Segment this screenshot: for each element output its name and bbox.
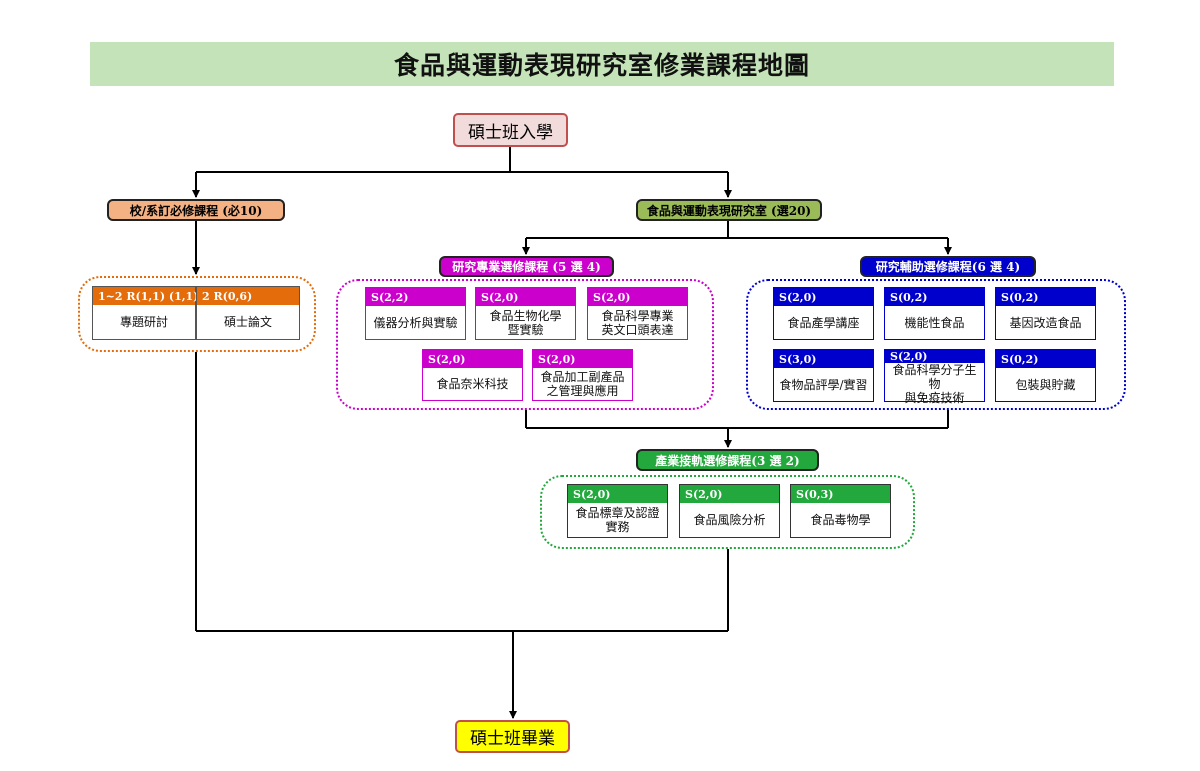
course-card: S(2,0) 食品科學分子生物 與免疫技術: [884, 349, 985, 405]
course-code: S(2,0): [680, 485, 779, 503]
auxiliary-electives-group: [746, 279, 1126, 410]
course-code: S(0,3): [791, 485, 890, 503]
course-code: S(2,0): [774, 288, 873, 306]
course-card: S(2,0) 食品科學專業 英文口頭表達: [587, 287, 688, 340]
course-code: S(2,0): [568, 485, 667, 503]
graduation-node: 碩士班畢業: [455, 720, 570, 753]
course-code: S(0,2): [996, 288, 1095, 306]
course-card: S(0,3) 食品毒物學: [790, 484, 891, 538]
course-name: 機能性食品: [904, 315, 965, 330]
course-name: 碩士論文: [223, 315, 272, 329]
industry-electives-label: 產業接軌選修課程(3 選 2): [636, 449, 819, 471]
course-name: 專題研討: [119, 315, 168, 329]
course-code: 1~2 R(1,1) (1,1): [93, 287, 198, 305]
start-node: 碩士班入學: [453, 113, 568, 147]
course-code: S(2,0): [885, 350, 984, 363]
course-name: 食品科學專業 英文口頭表達: [601, 308, 674, 337]
course-code: S(0,2): [885, 288, 984, 306]
course-code: S(3,0): [774, 350, 873, 368]
page-title: 食品與運動表現研究室修業課程地圖: [90, 42, 1114, 86]
auxiliary-electives-label: 研究輔助選修課程(6 選 4): [860, 256, 1036, 277]
course-card: S(2,0) 食品生物化學 暨實驗: [475, 287, 576, 340]
course-name: 包裝與貯藏: [1015, 377, 1076, 392]
course-code: S(2,2): [366, 288, 465, 306]
course-card: S(2,0) 食品產學講座: [773, 287, 874, 340]
course-card: S(2,0) 食品風險分析: [679, 484, 780, 538]
course-card: S(2,0) 食品奈米科技: [422, 349, 523, 401]
course-name: 食品科學分子生物 與免疫技術: [892, 363, 977, 405]
course-code: S(2,0): [588, 288, 687, 306]
course-card: S(0,2) 包裝與貯藏: [995, 349, 1096, 402]
research-electives-group: [336, 279, 714, 410]
course-name: 食品奈米科技: [436, 377, 509, 391]
course-code: S(2,0): [476, 288, 575, 306]
course-card: S(3,0) 食物品評學/實習: [773, 349, 874, 402]
course-card: S(0,2) 機能性食品: [884, 287, 985, 340]
course-name: 食品產學講座: [787, 315, 860, 330]
course-name: 食品風險分析: [693, 513, 766, 527]
course-card: S(2,2) 儀器分析與實驗: [365, 287, 466, 340]
course-code: S(2,0): [423, 350, 522, 368]
research-electives-label: 研究專業選修課程 (5 選 4): [439, 256, 614, 277]
required-courses-group: [78, 276, 316, 352]
course-name: 基因改造食品: [1009, 315, 1082, 330]
course-code: S(2,0): [533, 350, 632, 368]
course-name: 儀器分析與實驗: [373, 315, 458, 330]
course-card: 1~2 R(1,1) (1,1) 專題研討: [92, 286, 198, 340]
course-name: 食物品評學/實習: [779, 377, 868, 392]
course-code: 2 R(0,6): [197, 287, 299, 305]
course-card: S(0,2) 基因改造食品: [995, 287, 1096, 340]
course-card: S(2,0) 食品標章及認證 實務: [567, 484, 668, 538]
required-courses-label: 校/系訂必修課程 (必10): [107, 199, 285, 221]
course-code: S(0,2): [996, 350, 1095, 368]
lab-label: 食品與運動表現研究室 (選20): [636, 199, 822, 221]
industry-electives-group: [540, 475, 915, 549]
course-name: 食品毒物學: [810, 513, 871, 527]
course-card: 2 R(0,6) 碩士論文: [196, 286, 300, 340]
course-name: 食品標章及認證 實務: [575, 506, 660, 534]
course-name: 食品加工副產品 之管理與應用: [540, 370, 625, 398]
course-card: S(2,0) 食品加工副產品 之管理與應用: [532, 349, 633, 401]
course-name: 食品生物化學 暨實驗: [489, 308, 562, 337]
